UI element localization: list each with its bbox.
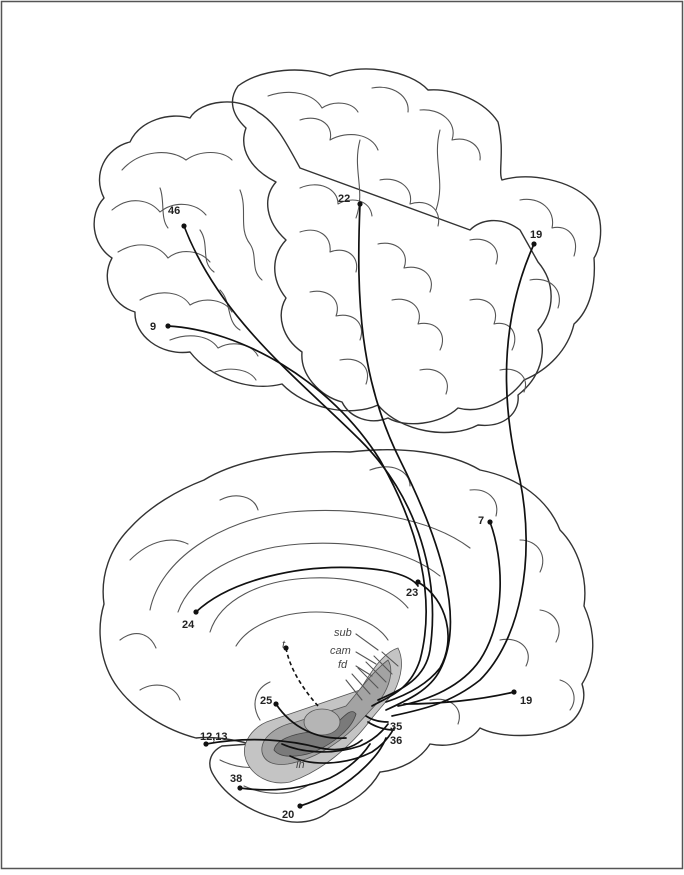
label-cam: cam bbox=[330, 645, 351, 657]
fiber-ih-2 bbox=[289, 727, 395, 764]
label-area-36: 36 bbox=[390, 735, 402, 747]
origin-t bbox=[283, 645, 289, 651]
medial-brain-view bbox=[99, 449, 594, 823]
label-area-38: 38 bbox=[230, 773, 242, 785]
label-t: t bbox=[282, 639, 286, 651]
label-fd: fd bbox=[338, 659, 348, 671]
fiber-25 bbox=[275, 703, 347, 740]
fiber-7 bbox=[397, 521, 501, 707]
origin-9 bbox=[165, 323, 171, 329]
label-area-46: 46 bbox=[168, 205, 180, 217]
fiber-35 bbox=[365, 715, 389, 723]
origin-25 bbox=[273, 701, 279, 707]
leader-lines bbox=[355, 633, 379, 677]
fiber-24 bbox=[195, 566, 419, 613]
label-area-9: 9 bbox=[150, 321, 156, 333]
fiber-t-dashed bbox=[285, 647, 319, 707]
origin-20 bbox=[297, 803, 303, 809]
lateral-frontal-lobe-outline bbox=[93, 101, 552, 434]
origin-22 bbox=[357, 201, 363, 207]
label-area-19-bottom: 19 bbox=[520, 695, 532, 707]
fiber-19-top bbox=[391, 243, 535, 717]
label-area-22: 22 bbox=[338, 193, 350, 205]
fiber-22 bbox=[357, 203, 452, 711]
origin-19-top bbox=[531, 241, 537, 247]
label-area-24: 24 bbox=[182, 619, 195, 631]
origin-24 bbox=[193, 609, 199, 615]
label-area-20: 20 bbox=[282, 809, 294, 821]
label-sub: sub bbox=[334, 627, 352, 639]
fiber-9 bbox=[167, 325, 427, 707]
amygdala bbox=[303, 708, 341, 736]
origin-19-bottom bbox=[511, 689, 517, 695]
origin-46 bbox=[181, 223, 187, 229]
fiber-12-13 bbox=[205, 738, 363, 751]
fiber-36 bbox=[367, 721, 395, 731]
origin-23 bbox=[415, 579, 421, 585]
origin-7 bbox=[487, 519, 493, 525]
origin-12-13 bbox=[203, 741, 209, 747]
label-area-12-13: 12,13 bbox=[200, 731, 228, 743]
fiber-tracts bbox=[165, 201, 537, 809]
label-area-23: 23 bbox=[406, 587, 418, 599]
lateral-brain-view bbox=[93, 68, 602, 434]
fiber-46 bbox=[183, 225, 434, 701]
origin-38 bbox=[237, 785, 243, 791]
fiber-38 bbox=[239, 743, 371, 791]
labels: 46 22 19 9 7 23 24 25 12,13 38 20 35 36 … bbox=[150, 193, 542, 821]
fiber-23 bbox=[385, 581, 449, 703]
label-ih: ih bbox=[296, 759, 305, 771]
label-area-7: 7 bbox=[478, 515, 484, 527]
label-area-25: 25 bbox=[260, 695, 272, 707]
fiber-19-bottom bbox=[403, 691, 515, 705]
label-area-19-top: 19 bbox=[530, 229, 542, 241]
fiber-ih-1 bbox=[281, 723, 389, 753]
medial-hemisphere-outline bbox=[99, 449, 594, 823]
label-area-35: 35 bbox=[390, 721, 402, 733]
lateral-upper-hemisphere-outline bbox=[231, 68, 602, 425]
fiber-20 bbox=[299, 737, 387, 807]
